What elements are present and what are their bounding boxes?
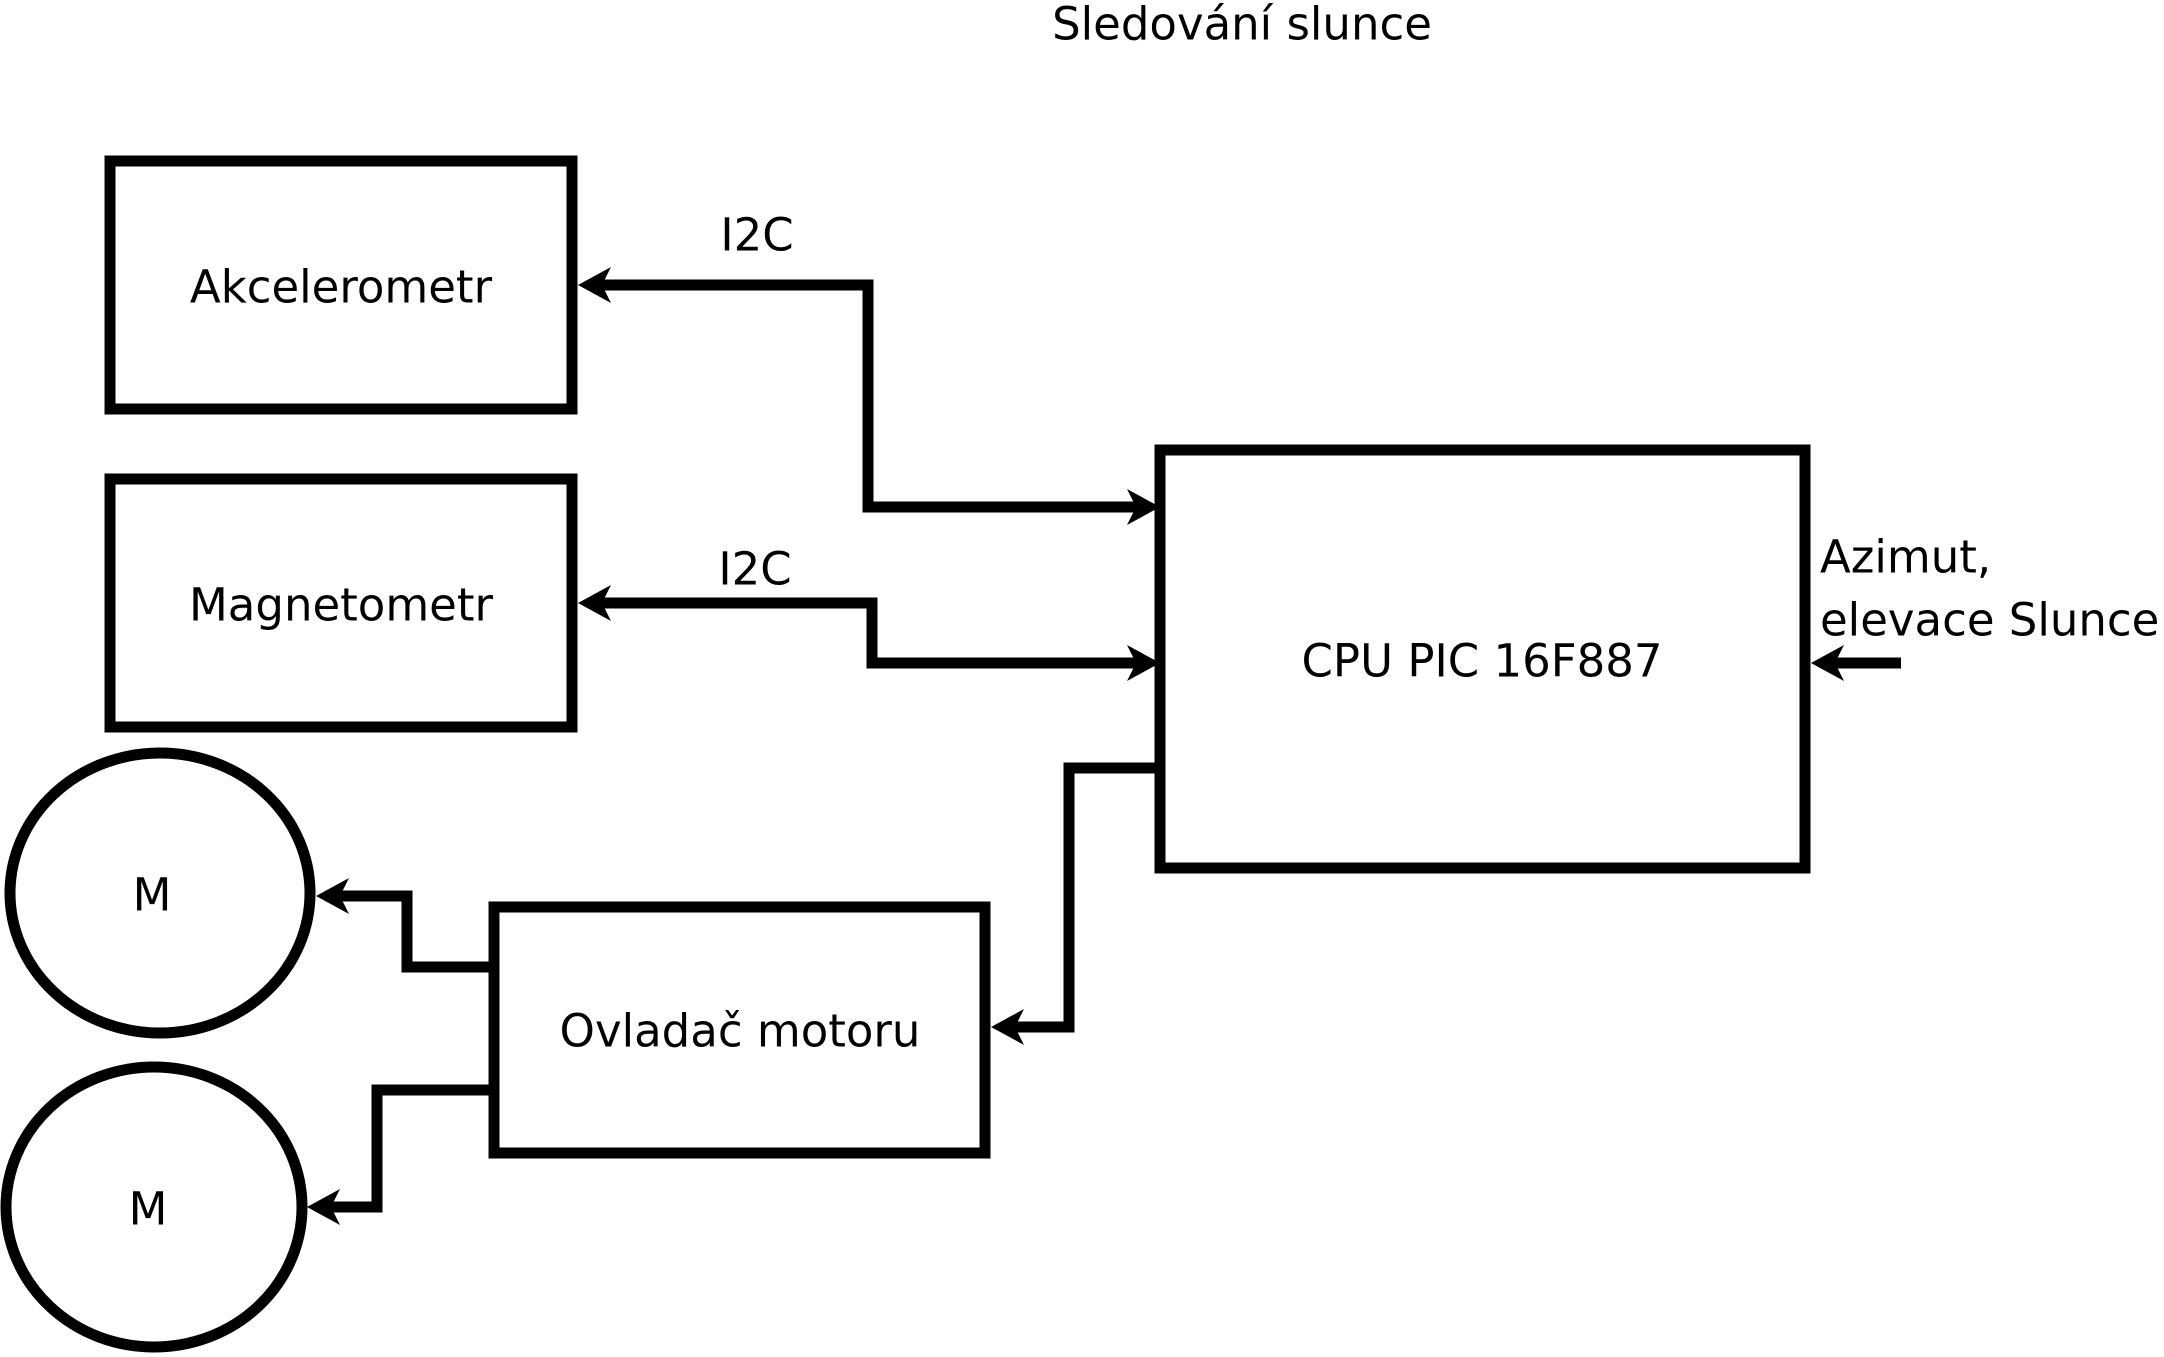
node-cpu-box [1154, 444, 1811, 874]
diagram-title: Sledování slunce [1052, 0, 1432, 51]
node-motor2-label: M [129, 1183, 168, 1236]
arrowhead-into-ovladac-icon [991, 1009, 1024, 1045]
arrowhead-into-motor2-icon [307, 1189, 340, 1225]
node-magnetometr-label: Magnetometr [189, 579, 494, 632]
edge-label-i2c-magnetometr: I2C [718, 543, 791, 596]
node-ovladac-label: Ovladač motoru [560, 1005, 921, 1058]
azimut-label-line2: elevace Slunce [1820, 594, 2159, 647]
arrowhead-into-akcelerometr-icon [578, 267, 611, 303]
arrowhead-into-cpu-right-icon [1811, 645, 1844, 681]
node-akcelerometr-box [104, 155, 578, 415]
edge-label-i2c-akcelerometr: I2C [720, 209, 793, 262]
node-cpu-label: CPU PIC 16F887 [1302, 635, 1663, 688]
node-motor1-label: M [133, 869, 172, 922]
edge-ovladac-motor1 [340, 890, 489, 973]
node-magnetometr-box [104, 473, 578, 733]
arrowhead-into-cpu-middle-icon [1127, 645, 1160, 681]
edge-ovladac-motor2 [331, 1084, 489, 1213]
edge-cpu-magnetometr [602, 597, 1136, 669]
node-motor1-circle [4, 747, 316, 1039]
arrowhead-into-motor1-icon [316, 878, 349, 914]
arrowhead-into-magnetometr-icon [578, 585, 611, 621]
edge-cpu-akcelerometr [602, 279, 1136, 513]
node-motor2-circle [0, 1061, 308, 1353]
edge-cpu-ovladac [1015, 762, 1160, 1033]
azimut-label-line1: Azimut, [1820, 531, 1991, 584]
node-ovladac-box [488, 901, 991, 1159]
node-akcelerometr-label: Akcelerometr [190, 261, 493, 314]
arrowhead-into-cpu-top-icon [1127, 489, 1160, 525]
